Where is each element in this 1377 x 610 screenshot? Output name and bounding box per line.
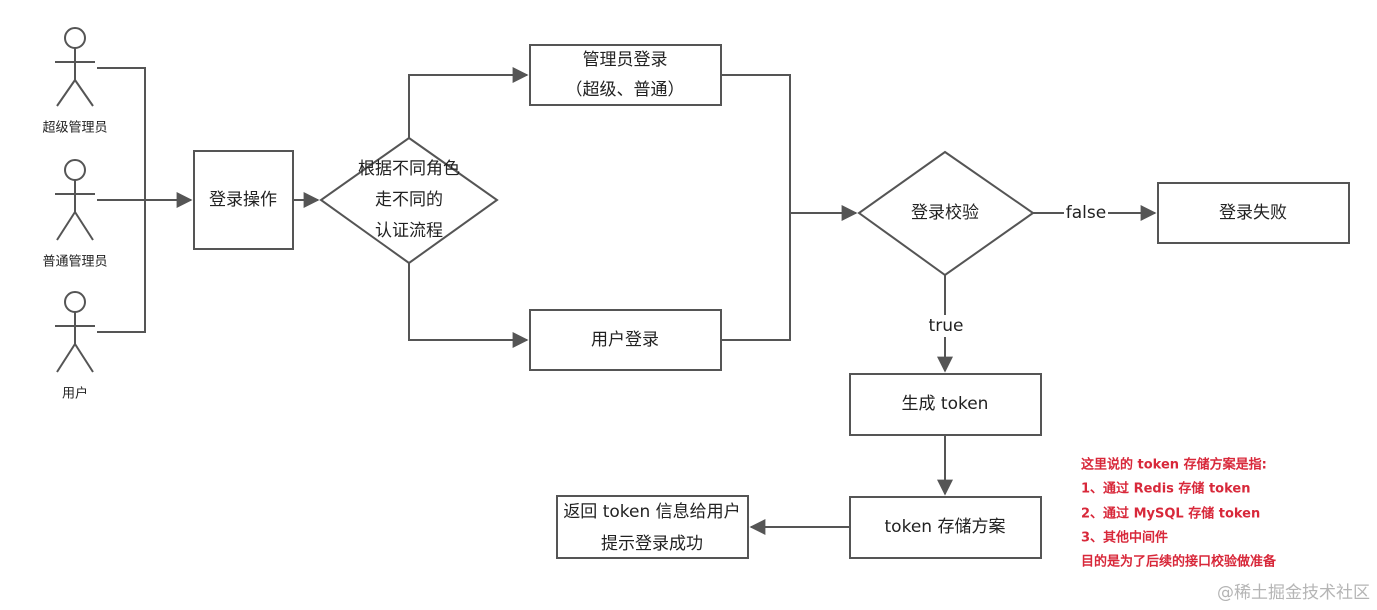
- note-line-1: 这里说的 token 存储方案是指:: [1081, 457, 1267, 473]
- edge-label-false: false: [1064, 202, 1108, 224]
- node-return-token-line1: 返回 token 信息给用户: [563, 502, 740, 522]
- note-line-3: 2、通过 MySQL 存储 token: [1081, 506, 1260, 522]
- node-login-op-label: 登录操作: [209, 190, 277, 210]
- edge-label-true-text: true: [929, 316, 964, 336]
- node-user-login: 用户登录: [529, 309, 722, 371]
- actor-label-normal-admin: 普通管理员: [42, 255, 107, 270]
- token-storage-note: 这里说的 token 存储方案是指: 1、通过 Redis 存储 token 2…: [1081, 457, 1277, 570]
- connector-decision-to-user: [408, 263, 529, 348]
- actor-label-super-admin: 超级管理员: [42, 121, 107, 136]
- node-login-fail: 登录失败: [1157, 182, 1350, 244]
- node-return-token-line2: 提示登录成功: [601, 534, 703, 554]
- node-login-op: 登录操作: [193, 150, 294, 250]
- node-role-decision-line3: 认证流程: [375, 221, 443, 241]
- note-line-5: 目的是为了后续的接口校验做准备: [1081, 554, 1277, 570]
- node-admin-login-line1: 管理员登录: [583, 50, 668, 70]
- node-user-login-label: 用户登录: [591, 330, 659, 350]
- edge-label-true: true: [926, 315, 966, 337]
- node-admin-login: 管理员登录 （超级、普通）: [529, 44, 722, 106]
- note-line-4: 3、其他中间件: [1081, 530, 1168, 546]
- node-gen-token: 生成 token: [849, 373, 1042, 436]
- actor-super-admin: 超级管理员: [42, 27, 108, 136]
- node-gen-token-label: 生成 token: [902, 394, 989, 414]
- node-return-token: 返回 token 信息给用户 提示登录成功: [556, 495, 749, 559]
- node-login-check: 登录校验: [857, 150, 1035, 277]
- connector-actors-to-login: [97, 67, 193, 333]
- connector-logins-to-check: [721, 74, 858, 341]
- node-role-decision-line2: 走不同的: [375, 190, 443, 210]
- node-login-check-label: 登录校验: [911, 203, 979, 223]
- node-role-decision-line1: 根据不同角色: [358, 159, 460, 179]
- edge-label-false-text: false: [1066, 203, 1106, 223]
- note-line-2: 1、通过 Redis 存储 token: [1081, 481, 1250, 497]
- actor-user: 用户: [55, 291, 95, 402]
- watermark: @稀土掘金技术社区: [1217, 583, 1370, 603]
- node-role-decision: 根据不同角色 走不同的 认证流程: [319, 136, 499, 265]
- node-token-storage-label: token 存储方案: [885, 517, 1006, 537]
- actor-label-user: 用户: [62, 386, 88, 402]
- actor-normal-admin: 普通管理员: [42, 159, 108, 270]
- node-login-fail-label: 登录失败: [1219, 203, 1287, 223]
- connector-decision-to-admin: [408, 67, 529, 138]
- node-admin-login-line2: （超级、普通）: [566, 80, 685, 100]
- node-token-storage: token 存储方案: [849, 496, 1042, 559]
